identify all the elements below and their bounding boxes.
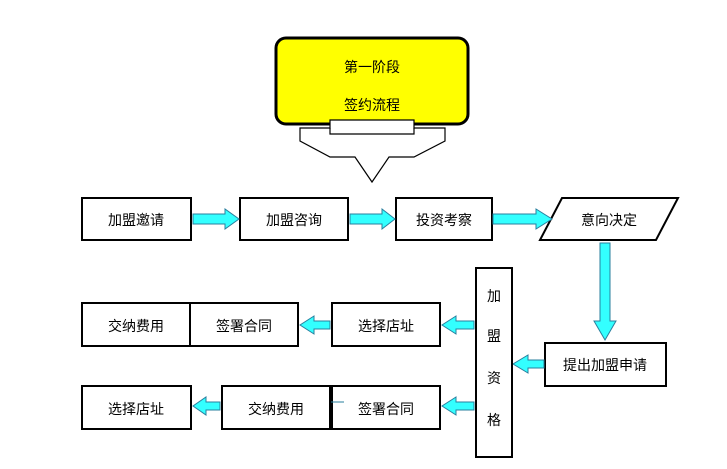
intention-decide-label: 意向决定 [581, 212, 637, 229]
select-store-top-box [331, 302, 441, 347]
stage-down-arrow [299, 119, 446, 184]
stage-title-line2: 签约流程 [344, 97, 400, 114]
join-invite-label: 加盟邀请 [108, 213, 164, 229]
submit-application-label: 提出加盟申请 [563, 358, 647, 374]
investment-inspect-label: 投资考察 [416, 212, 472, 229]
select-store-top-label: 选择店址 [358, 319, 414, 335]
sign-contract-top-box [189, 302, 299, 347]
pay-fees-bottom-label: 交纳费用 [248, 401, 304, 418]
sign-contract-bottom-label: 签署合同 [358, 401, 414, 418]
qualification-char-1: 加 [487, 289, 501, 305]
pay-fees-top-label: 交纳费用 [108, 318, 164, 335]
stage-title-line1: 第一阶段 [344, 59, 400, 76]
pay-fees-top-box [81, 302, 191, 347]
join-consult-label: 加盟咨询 [266, 213, 322, 229]
select-store-bottom-box [81, 385, 192, 430]
select-store-bottom-label: 选择店址 [108, 402, 164, 418]
stage-down-arrow-inner [329, 128, 415, 135]
arrow-pay-to-select-store-bottom [192, 396, 221, 416]
sign-contract-top-label: 签署合同 [216, 318, 272, 335]
arrow-invite-to-consult [192, 208, 240, 230]
sign-contract-bottom-box [331, 385, 441, 430]
qualification-char-4: 格 [487, 413, 501, 429]
pay-fees-bottom-box [221, 385, 331, 430]
arrow-inspect-to-decide [492, 208, 553, 230]
intention-decide-box [538, 197, 680, 241]
submit-application-box [544, 342, 667, 387]
join-invite-box [81, 197, 192, 241]
arrow-decide-to-application [593, 242, 617, 341]
arrow-qualification-to-sign-bottom [441, 396, 475, 416]
arrow-qualification-to-select-store-top [441, 315, 475, 335]
join-consult-box [239, 197, 349, 241]
qualification-box [475, 267, 513, 458]
arrow-select-store-to-sign-top [299, 315, 331, 335]
arrow-consult-to-inspect [349, 207, 396, 231]
qualification-char-2: 盟 [487, 329, 501, 345]
investment-inspect-box [395, 197, 493, 241]
qualification-char-3: 资 [487, 371, 501, 387]
arrow-application-to-qualification [512, 354, 545, 374]
